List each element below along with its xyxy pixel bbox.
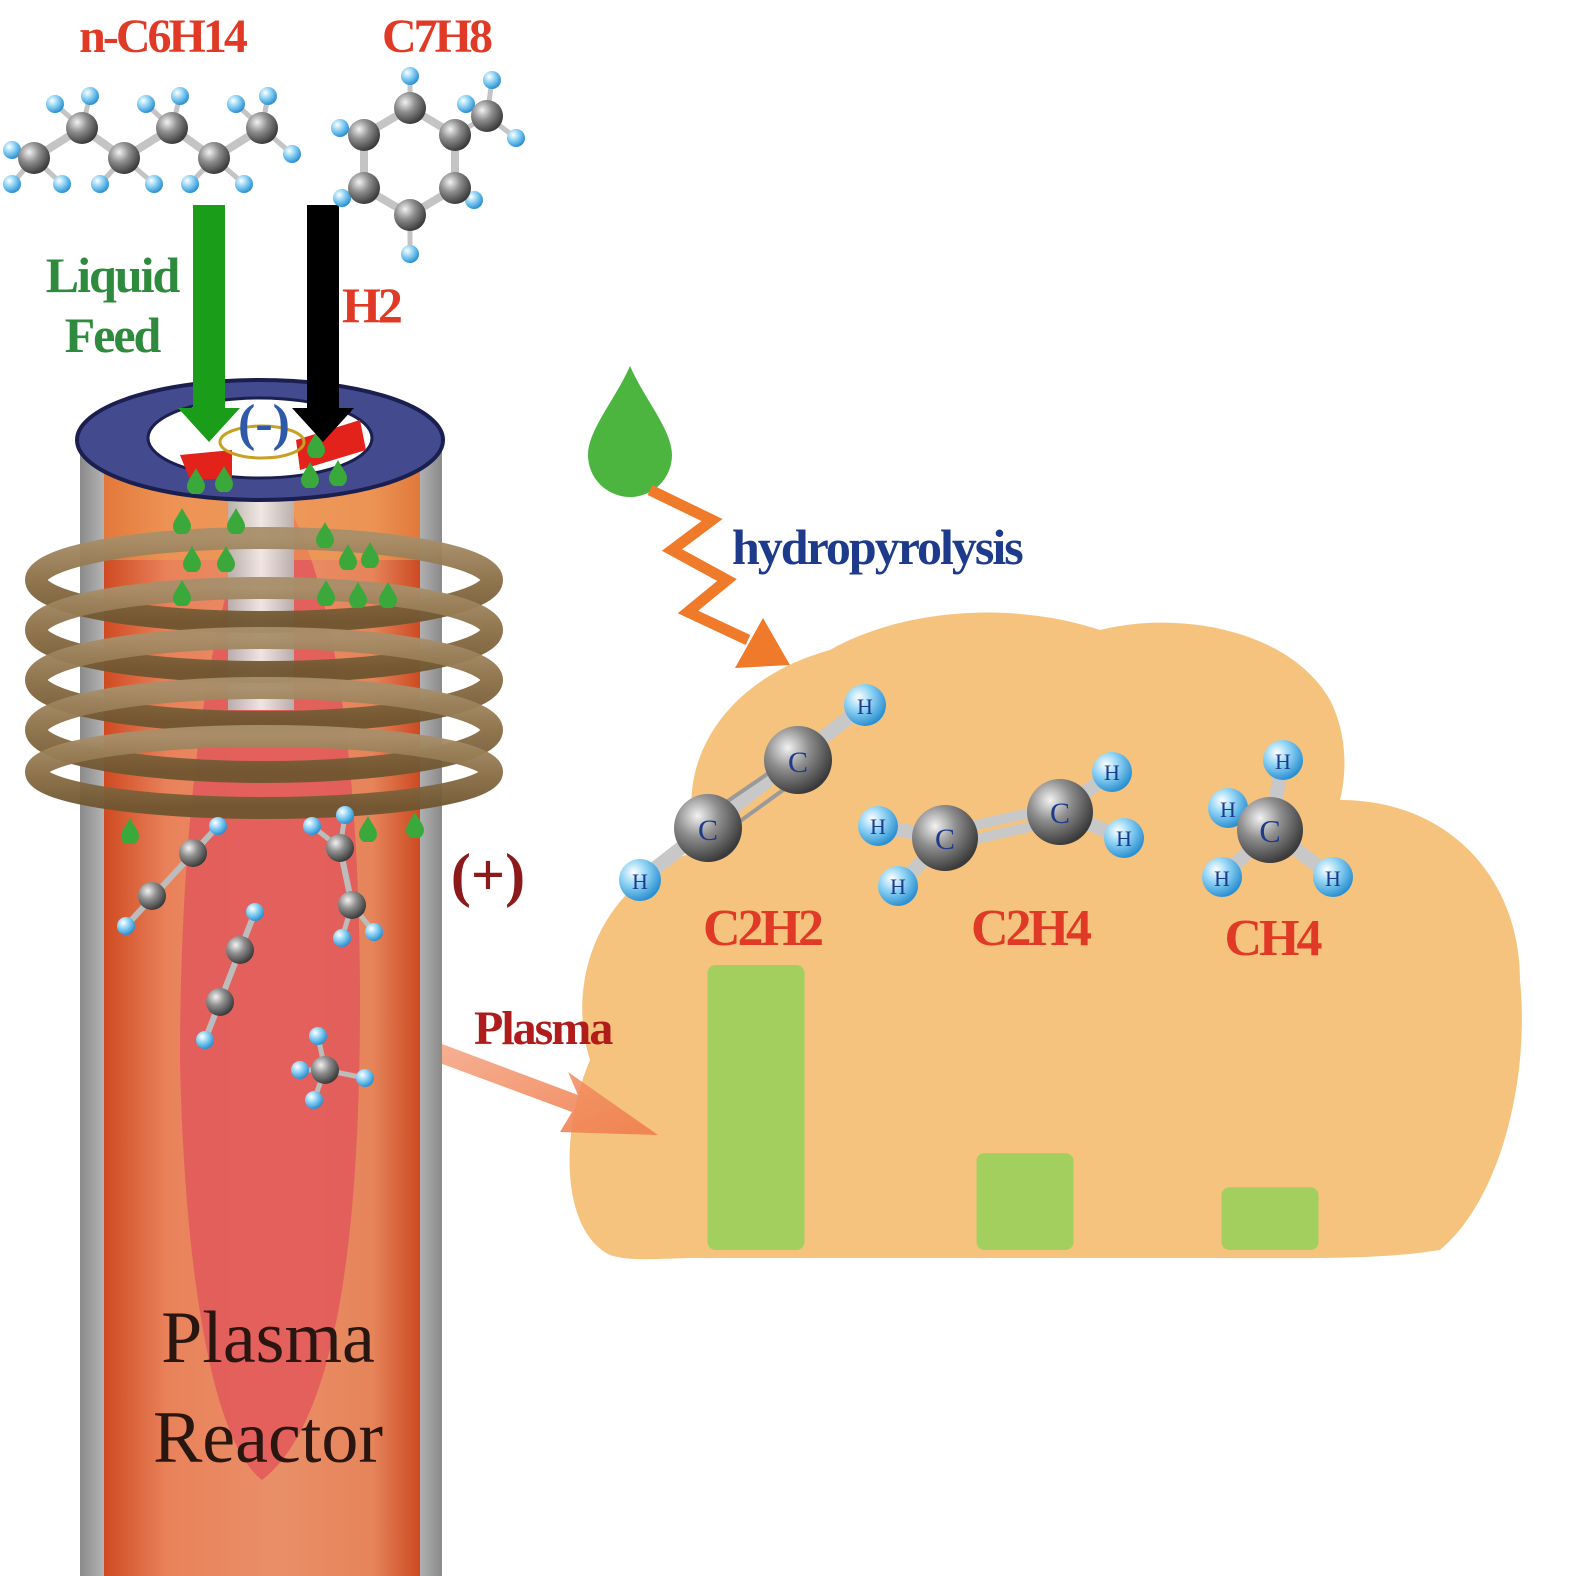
- svg-text:H: H: [1214, 866, 1230, 891]
- yield-bar-chart: [707, 965, 1319, 1250]
- small-ethylene: [303, 806, 383, 947]
- toluene-formula: C7H8: [382, 10, 492, 63]
- svg-text:H: H: [857, 694, 873, 719]
- ethylene-molecule: H H C C H H: [858, 752, 1144, 906]
- product-label-ch4: CH4: [1225, 910, 1323, 967]
- yield-bar-ch4: [1221, 1187, 1319, 1250]
- svg-text:H: H: [632, 869, 648, 894]
- hydrogen-feed-arrow: [292, 205, 354, 442]
- liquid-feed-arrow: [178, 205, 240, 442]
- svg-text:C: C: [788, 746, 808, 779]
- bolt-arrow-head: [735, 618, 790, 668]
- positive-electrode-label: (+): [451, 842, 525, 908]
- methane-molecule: H H H H C: [1202, 740, 1353, 897]
- hydrogen-feed-label: H2: [342, 277, 401, 333]
- hydropyrolysis-label: hydropyrolysis: [732, 519, 1023, 575]
- product-label-c2h2: C2H2: [703, 900, 822, 957]
- plasma-arrow-label: Plasma: [474, 1002, 613, 1055]
- yield-bar-c2h4: [976, 1153, 1074, 1250]
- svg-text:H: H: [1275, 749, 1291, 774]
- liquid-feed-label-line1: Liquid: [46, 247, 181, 303]
- reactor-label-line2: Reactor: [153, 1397, 383, 1479]
- small-methane: [291, 1027, 374, 1109]
- lightning-bolt-icon: [647, 485, 751, 645]
- liquid-feed-label-line2: Feed: [65, 307, 162, 363]
- svg-text:H: H: [1116, 826, 1132, 851]
- svg-text:C: C: [1050, 797, 1070, 830]
- acetylene-molecule: H C C H: [619, 684, 886, 901]
- svg-text:H: H: [890, 874, 906, 899]
- small-acetylene-2: [196, 903, 264, 1049]
- plasma-reactor: Plasma Reactor: [25, 378, 503, 1576]
- svg-text:H: H: [1220, 797, 1236, 822]
- svg-text:C: C: [698, 814, 718, 847]
- reactor-label-line1: Plasma: [161, 1297, 375, 1379]
- product-label-c2h4: C2H4: [971, 900, 1092, 957]
- svg-text:C: C: [935, 823, 955, 856]
- svg-text:H: H: [870, 814, 886, 839]
- svg-text:C: C: [1259, 813, 1280, 849]
- liquid-drop-icon: [588, 366, 672, 497]
- toluene-molecule: [331, 67, 525, 263]
- svg-text:H: H: [1104, 760, 1120, 785]
- hexane-molecule: [3, 87, 301, 193]
- hexane-formula: n-C6H14: [79, 10, 248, 63]
- negative-electrode-label: (-): [238, 395, 290, 452]
- induction-coil: [25, 527, 503, 819]
- svg-text:H: H: [1325, 866, 1341, 891]
- small-acetylene-1: [117, 817, 227, 935]
- yield-bar-c2h2: [707, 965, 805, 1250]
